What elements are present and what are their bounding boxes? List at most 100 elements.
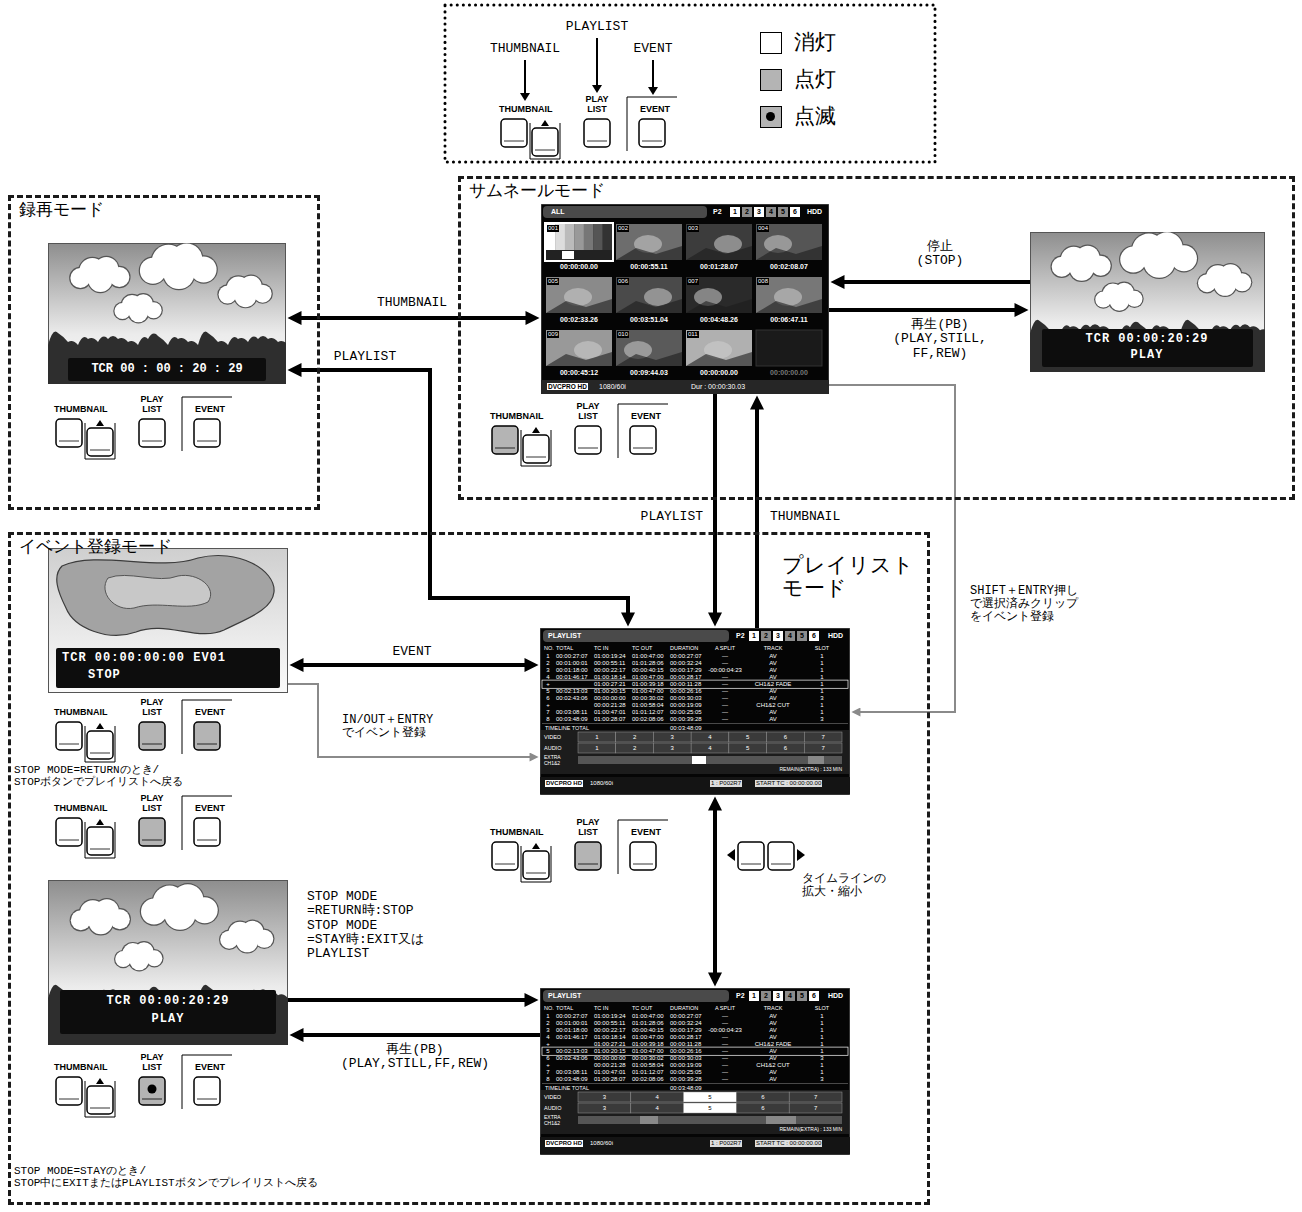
caption-bar [60,990,276,1034]
screen-readout: 1080/60i [590,780,613,787]
screen-readout: 002 [617,225,629,232]
screen-readout: TCR 00:00:20:29 [1085,333,1208,346]
text-line: 停止 [917,240,964,254]
screen-readout: 01:00:19:24 [594,1013,626,1020]
screen-readout: AUDIO [544,745,561,751]
screen-readout: 00:00:55:11 [594,1020,625,1027]
up-triangle [96,819,104,825]
event-bracket [618,404,668,458]
mode-title: 録再モード [19,201,104,220]
slot-box [809,631,819,641]
screen-readout: TC IN [594,645,608,651]
key-edge [197,1099,217,1100]
screen-readout: 001 [547,225,559,232]
screen-readout: 01:01:28:06 [632,1020,664,1027]
screen-readout: 00:06:47.11 [770,316,807,324]
screen-readout: 5 [746,734,749,741]
key-edge [633,448,653,449]
screen-readout: 3 [671,734,674,741]
screen-readout: 00:00:27:07 [556,1013,588,1020]
slot-box [754,207,764,217]
cloud [1197,263,1253,297]
screen-readout: 00:04:48.26 [700,316,738,324]
screen-readout: A SPLIT [715,1005,735,1011]
text-line: LIST [576,412,599,422]
screen-readout: 00:02:43:06 [556,695,588,702]
cloud-puff [89,910,113,934]
screen-readout: 1 : P002R7 [710,780,742,787]
screen-readout: 6 [793,208,797,216]
transition-label: IN/OUT＋ENTRY でイベント登録 [340,714,435,740]
screen-readout: NO. [544,645,554,651]
timeline-bg [541,730,849,774]
cloud-puff [191,256,217,282]
screen-readout: 8 [546,1076,549,1083]
screen-readout: EXTRA CH1&2 [544,755,561,766]
screen-readout: 005 [547,278,559,285]
screen-readout: AUDIO [544,1105,561,1111]
clip-picture [686,352,752,366]
text-line: STOP MODE [307,890,424,904]
key-edge [90,450,110,451]
footer-bar [541,380,829,394]
mode-region: TCR 00:00:00:00 EV01STOPPLAYLISTP2123456… [8,532,930,1205]
mode-transition-arrow [841,280,1030,284]
screen-readout: 00:01:00:01 [556,1020,588,1027]
screen-readout: 7 [821,734,824,741]
text-line: LIST [140,708,163,718]
screen-readout: — [722,1048,728,1055]
text-line: CH1&2 [544,1121,561,1127]
screen-readout: SLOT [815,1005,829,1011]
screen-readout: 2 [633,734,636,741]
button-label: EVENT [193,804,227,814]
up-triangle [532,843,540,849]
event-button [639,119,665,147]
timeline-cell [684,1103,737,1113]
clip-thumbnail [686,330,752,366]
zoom-in-button [768,842,794,870]
legend-text: 点灯 [794,67,836,90]
text-line: でイベント登録 [342,727,433,740]
mode-transition-arrow [300,1033,540,1037]
key-name: EVENT [631,42,674,56]
mode-title: イベント登録モード [19,538,172,557]
screen-readout: 4 [788,632,792,640]
screen-readout: HDD [807,208,822,216]
empty-slot [756,330,822,366]
key-edge [59,1099,79,1100]
extra-track [578,1116,842,1124]
legend-frame [445,5,935,162]
screen-readout: 2 [633,745,636,752]
screen-readout: 00:00:40:15 [632,1027,664,1034]
screen-readout: 3 [603,1105,606,1112]
cloud-puff [1171,245,1197,271]
event-button [630,842,656,870]
up-button [523,435,549,463]
screen-readout: 00:03:48:09 [670,1085,702,1092]
slot-box [778,207,788,217]
key-name: THUMBNAIL [488,42,562,56]
key-edge [741,864,761,865]
timeline-bg [541,1090,849,1134]
text-line: (PLAY,STILL,FF,REW) [341,1057,489,1071]
screen-readout: — [722,1041,728,1048]
text-line: LIST [140,1063,163,1073]
screen-readout: A SPLIT [715,645,735,651]
clip-picture [616,246,682,260]
screen-readout: 4 [546,674,549,681]
timeline-cell [789,1103,842,1113]
screen-readout: DVCPRO HD [545,780,583,787]
clip-picture [686,246,752,260]
screen-readout: — [722,681,728,688]
screen-readout: — [722,709,728,716]
slot-box [773,991,783,1001]
screen-readout: 00:03:51.04 [630,316,668,324]
screen-readout: CH1&2 CUT [756,1062,789,1069]
screen-readout: 7 [814,1105,817,1112]
text-line: PLAY [140,698,163,708]
screen-readout: 1 [820,1062,823,1069]
timeline-cell [578,743,616,753]
button-label: EVENT [638,105,672,115]
screen-readout: 7 [821,745,824,752]
screen-readout: 00:02:33.26 [560,316,598,324]
